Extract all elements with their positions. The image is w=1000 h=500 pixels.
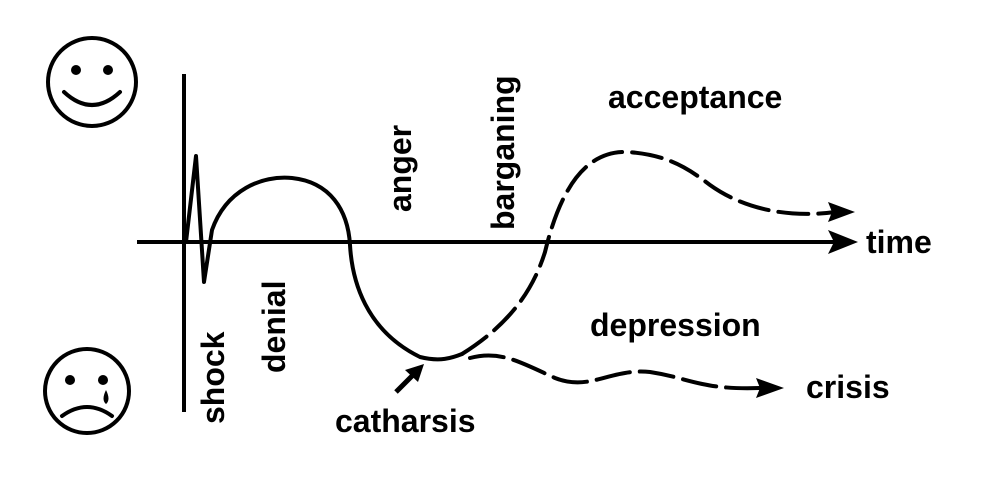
crisis-arrowhead [756,378,784,398]
sad-face-icon [43,347,131,435]
stage-label-barganing: barganing [485,75,521,230]
time-axis-label: time [866,224,932,260]
smiley-face-icon [46,36,138,128]
acceptance-arrowhead [828,202,855,222]
acceptance-curve-dashed [460,149,837,356]
stage-label-shock: shock [195,331,231,424]
stage-label-depression: depression [590,307,761,343]
time-axis [137,230,858,254]
stage-label-catharsis: catharsis [335,403,476,439]
stage-label-denial: denial [256,281,292,373]
stage-label-acceptance: acceptance [608,79,782,115]
stage-label-anger: anger [382,125,418,212]
catharsis-arrow [394,364,424,394]
change-curve-solid [184,154,464,362]
stage-label-crisis: crisis [806,369,890,405]
crisis-curve-dashed [468,353,762,391]
